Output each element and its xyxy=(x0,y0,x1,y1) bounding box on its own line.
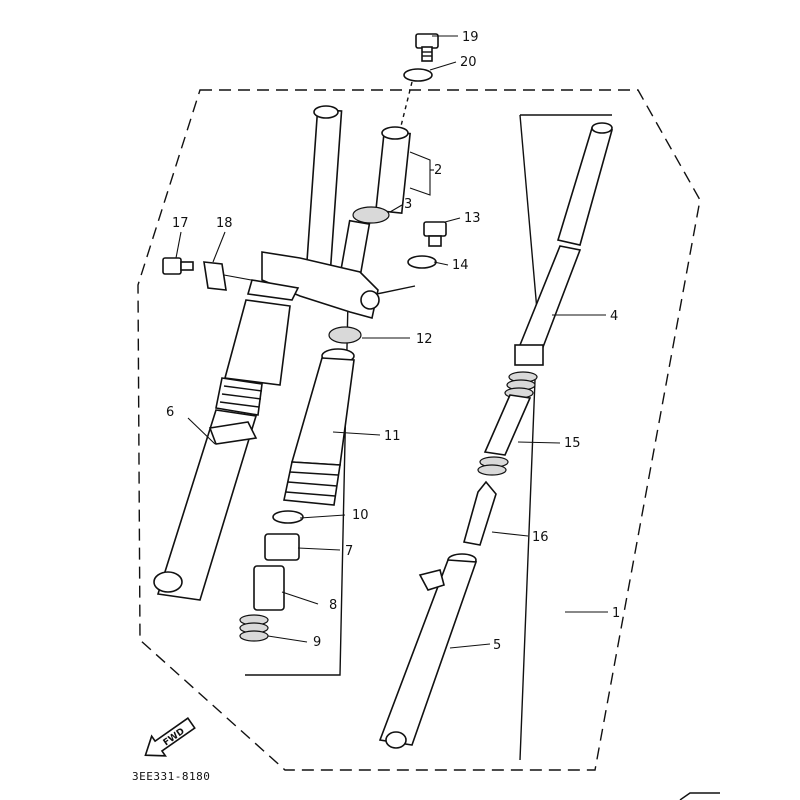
left-inner-bracket xyxy=(245,285,416,676)
washer xyxy=(403,68,433,82)
drain-bolt xyxy=(423,221,447,247)
damper-rod xyxy=(462,480,497,546)
cable-guide xyxy=(203,261,227,291)
collar xyxy=(253,565,285,611)
oil-seal xyxy=(328,326,362,344)
callout-14: 14 xyxy=(452,258,469,273)
circlip xyxy=(272,510,304,524)
callout-15: 15 xyxy=(564,436,581,451)
fwd-arrow: FWD xyxy=(144,717,196,757)
callout-11: 11 xyxy=(384,429,401,444)
outer-tube xyxy=(378,553,478,749)
callout-20: 20 xyxy=(460,55,477,70)
axis-line xyxy=(399,81,413,131)
short-spring xyxy=(239,614,269,642)
callout-2: 2 xyxy=(434,163,442,178)
callout-1: 1 xyxy=(612,606,620,621)
callout-8: 8 xyxy=(329,598,337,613)
left-upper-tube xyxy=(305,105,343,272)
assembly-boundary xyxy=(137,89,701,771)
diagram-code: 3EE331-8180 xyxy=(132,770,210,783)
drain-washer xyxy=(407,255,437,269)
callout-16: 16 xyxy=(532,530,549,545)
steering-stem xyxy=(339,126,411,277)
guide-bolt xyxy=(162,257,194,275)
left-lower-leg xyxy=(153,409,258,601)
left-fork-boot xyxy=(215,279,300,416)
stem-nut xyxy=(360,290,380,310)
fork-cap-bolt xyxy=(415,33,439,62)
callout-5: 5 xyxy=(493,638,501,653)
callout-13: 13 xyxy=(464,211,481,226)
callout-leaders xyxy=(175,35,608,649)
corner-mark xyxy=(679,792,720,800)
callout-3: 3 xyxy=(404,197,412,212)
callout-19: 19 xyxy=(462,30,479,45)
slide-metal xyxy=(264,533,300,561)
fork-spring xyxy=(477,371,538,476)
callout-18: 18 xyxy=(216,216,233,231)
inner-tube xyxy=(514,122,614,366)
callout-7: 7 xyxy=(345,544,353,559)
callout-17: 17 xyxy=(172,216,189,231)
callout-12: 12 xyxy=(416,332,433,347)
callout-9: 9 xyxy=(313,635,321,650)
dust-boot xyxy=(283,348,355,506)
callout-4: 4 xyxy=(610,309,618,324)
callout-6: 6 xyxy=(166,405,174,420)
callout-10: 10 xyxy=(352,508,369,523)
